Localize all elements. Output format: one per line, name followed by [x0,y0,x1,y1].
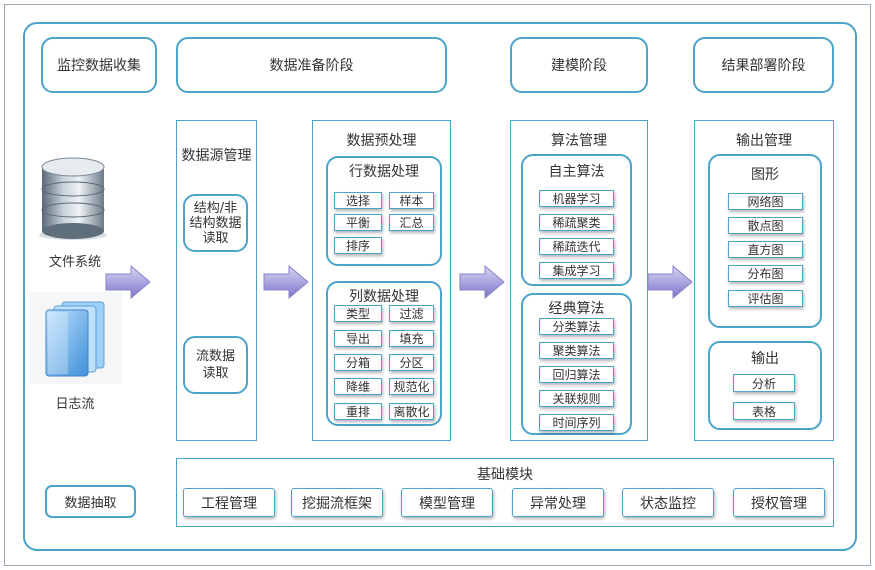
output-title: 输出管理 [736,133,792,149]
row-item-balance: 平衡 [334,214,382,231]
base-item-project: 工程管理 [183,488,275,517]
base-panel [176,458,834,527]
arrow-right-icon [647,265,693,299]
outer-frame [4,4,871,566]
phase-prep: 数据准备阶段 [176,37,447,93]
self-algo-title: 自主算法 [548,164,605,180]
row-processing-title: 行数据处理 [349,164,419,180]
source-title: 数据源管理 [181,148,252,164]
phase-prep-label: 数据准备阶段 [269,58,354,74]
graph-item: 网络图 [728,193,803,210]
row-item-summary: 汇总 [389,214,434,231]
structured-read-box: 结构/非结构数据读取 [183,194,248,252]
stream-read-box: 流数据读取 [183,336,248,394]
col-item-binning: 分箱 [334,354,382,371]
arrow-right-icon [459,265,505,299]
base-item-exception: 异常处理 [512,488,604,517]
base-item-mining-flow: 挖掘流框架 [291,488,383,517]
classic-algo-item: 关联规则 [539,390,614,407]
base-item-model: 模型管理 [401,488,493,517]
graph-item: 直方图 [728,241,803,258]
phase-model: 建模阶段 [510,37,648,93]
base-item-auth: 授权管理 [733,488,825,517]
graph-title: 图形 [751,167,779,183]
classic-algo-item: 分类算法 [539,318,614,335]
phase-deploy-label: 结果部署阶段 [721,58,806,74]
phase-deploy: 结果部署阶段 [693,37,834,93]
classic-algo-box [521,293,632,435]
classic-algo-item: 回归算法 [539,366,614,383]
base-item-monitor: 状态监控 [622,488,714,517]
graph-item: 评估图 [728,290,803,307]
extract-box: 数据抽取 [45,485,136,518]
classic-algo-item: 聚类算法 [539,342,614,359]
self-algo-item: 机器学习 [539,190,614,207]
graph-item: 分布图 [728,265,803,282]
col-processing-title: 列数据处理 [349,289,419,305]
col-item-reorder: 重排 [334,403,382,420]
row-item-select: 选择 [334,192,382,209]
out-title: 输出 [751,351,779,367]
database-icon [38,155,108,245]
phase-model-label: 建模阶段 [551,58,607,74]
classic-algo-item: 时间序列 [539,414,614,431]
col-item-reduce: 降维 [334,378,382,395]
structured-read-label: 结构/非结构数据读取 [189,200,242,246]
inner-frame [23,22,857,551]
arrow-right-icon [105,265,151,299]
col-item-normalize: 规范化 [389,378,434,395]
out-item-analysis: 分析 [733,374,795,392]
base-title: 基础模块 [477,467,533,483]
col-item-type: 类型 [334,305,382,322]
row-item-sort: 排序 [334,237,382,254]
logstream-label: 日志流 [55,397,95,412]
out-item-table: 表格 [733,402,795,420]
arrow-right-icon [263,265,309,299]
self-algo-item: 稀疏聚类 [539,214,614,231]
col-item-fill: 填充 [389,330,434,347]
self-algo-item: 稀疏迭代 [539,238,614,255]
algo-title: 算法管理 [551,133,607,149]
phase-collect: 监控数据收集 [41,37,157,93]
col-item-discretize: 离散化 [389,403,434,420]
stream-read-label: 流数据读取 [195,349,235,381]
extract-label: 数据抽取 [64,496,117,511]
classic-algo-title: 经典算法 [548,301,605,317]
col-item-partition: 分区 [389,354,434,371]
row-item-sample: 样本 [389,192,434,209]
col-item-export: 导出 [334,330,382,347]
self-algo-item: 集成学习 [539,262,614,279]
preprocess-title: 数据预处理 [346,133,417,149]
filesystem-label: 文件系统 [48,255,101,270]
graph-item: 散点图 [728,217,803,234]
document-stack-icon [30,292,122,384]
phase-collect-label: 监控数据收集 [57,58,141,74]
col-item-filter: 过滤 [389,305,434,322]
